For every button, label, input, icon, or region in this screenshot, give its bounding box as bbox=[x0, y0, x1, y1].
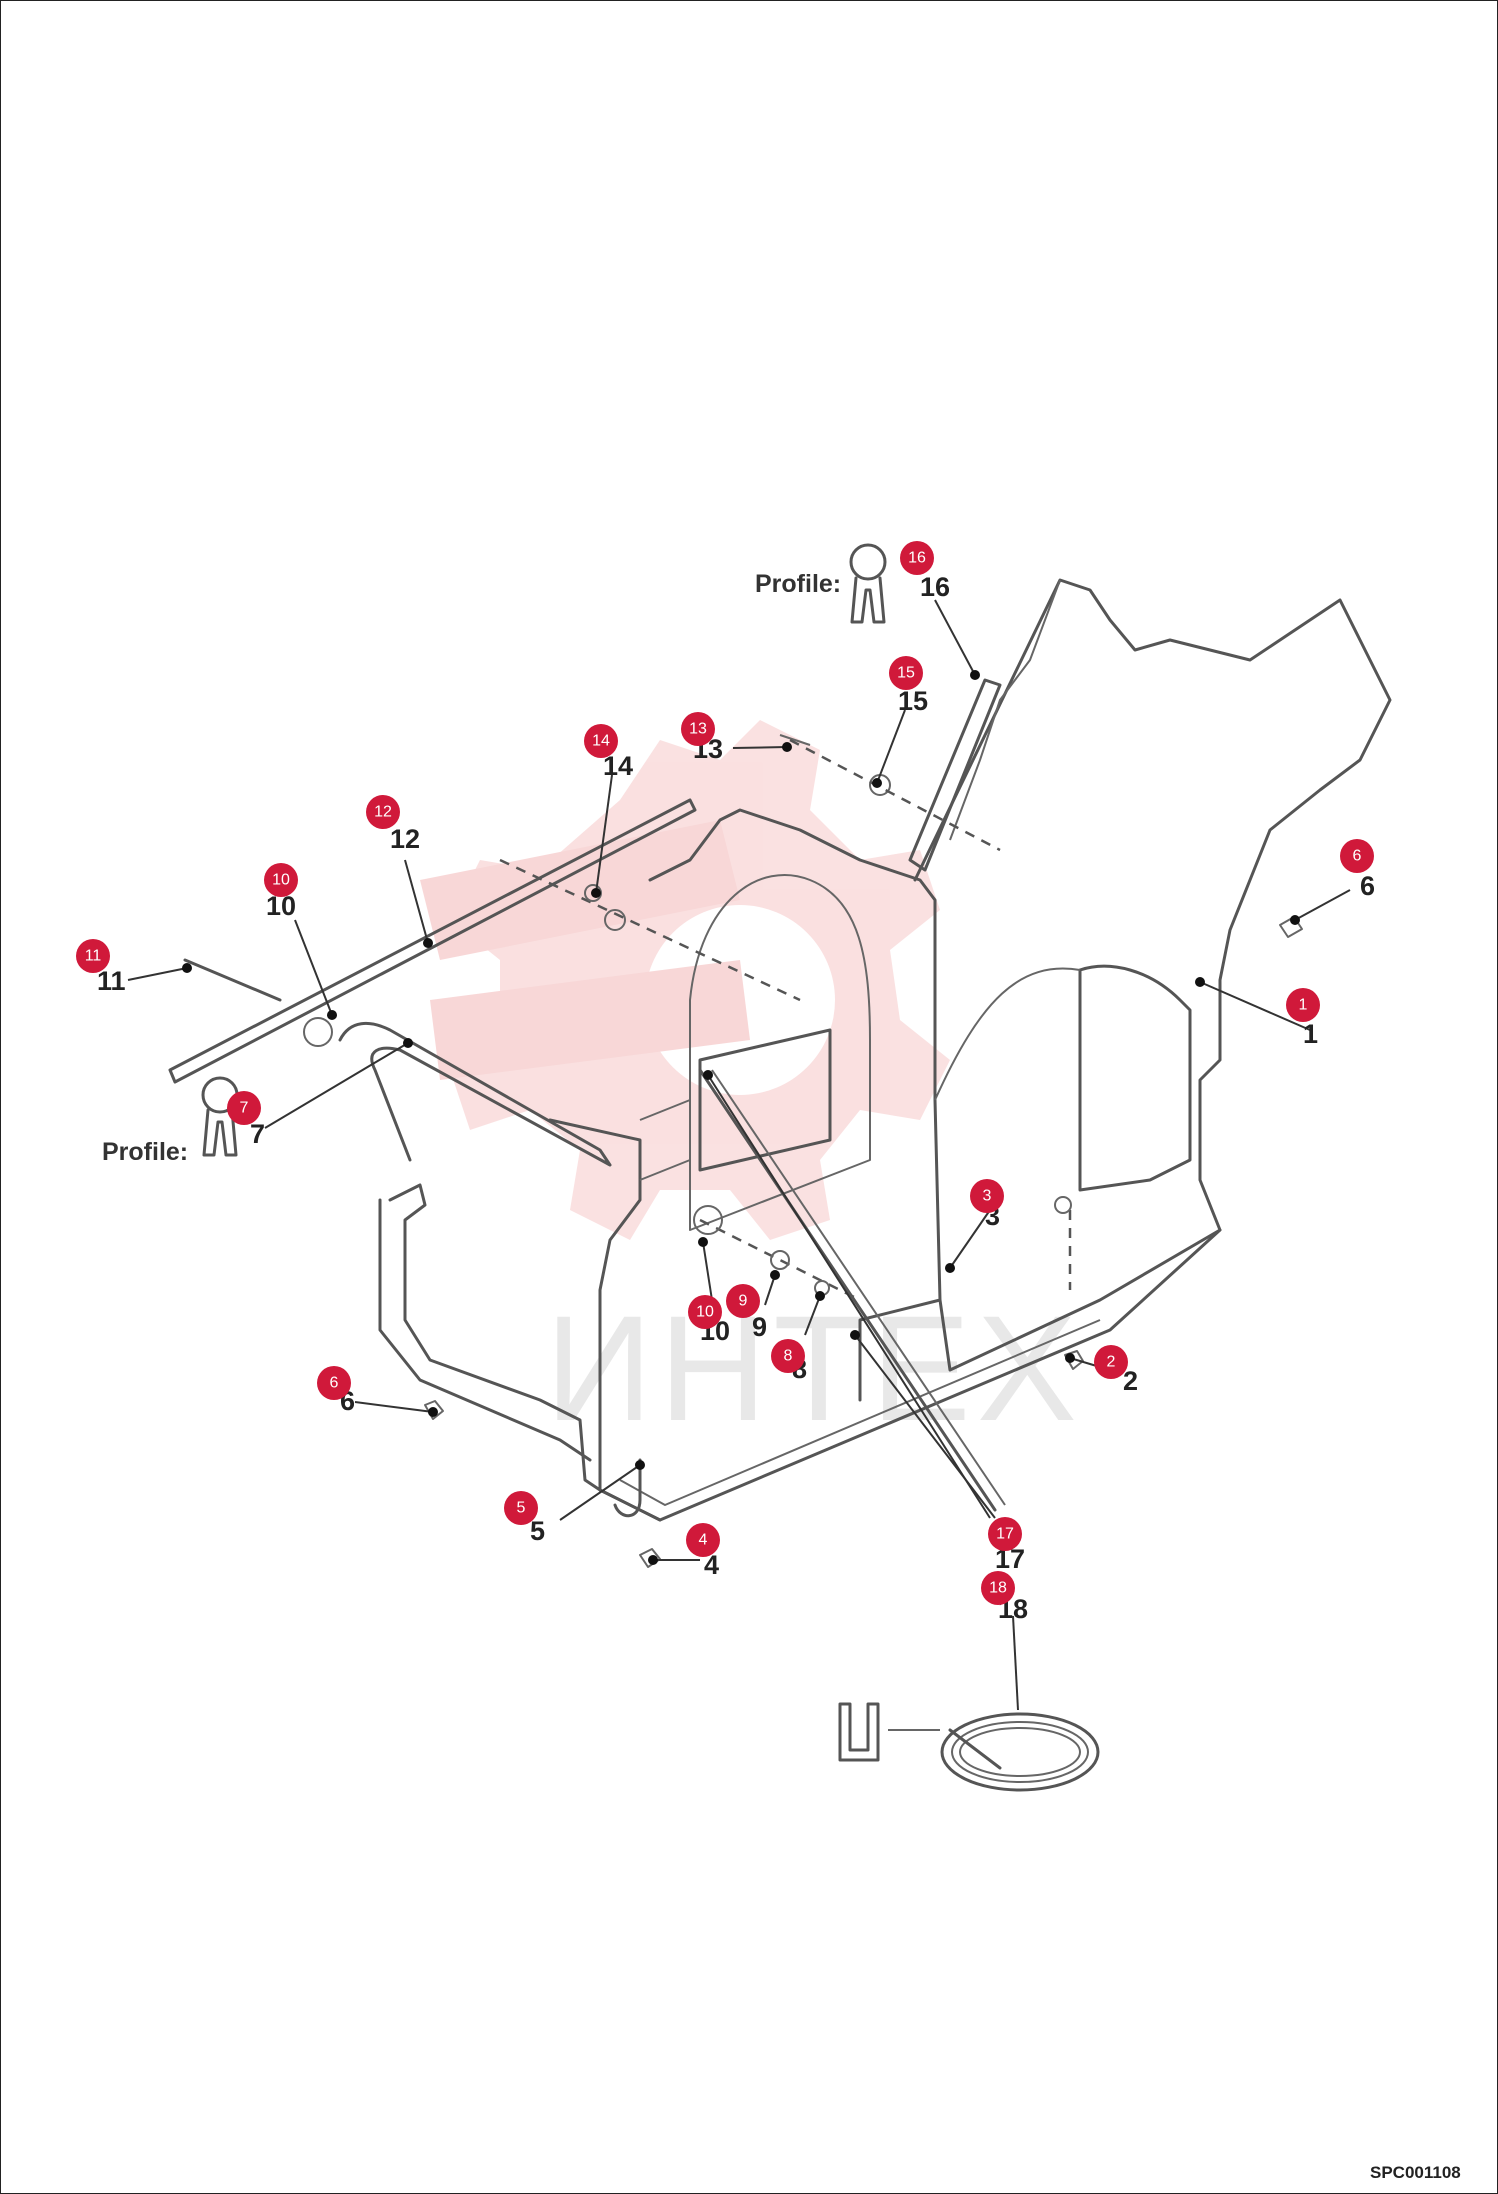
profile-label-7: Profile: bbox=[102, 1138, 188, 1166]
svg-text:14: 14 bbox=[592, 733, 610, 750]
part-number: 11 bbox=[97, 966, 126, 996]
callout-badge-13[interactable]: 13 bbox=[681, 712, 715, 746]
svg-text:13: 13 bbox=[689, 721, 707, 738]
part-number: 12 bbox=[390, 824, 420, 854]
callout-badge-15[interactable]: 15 bbox=[889, 656, 923, 690]
svg-text:9: 9 bbox=[739, 1293, 748, 1310]
callout-badge-12[interactable]: 12 bbox=[366, 795, 400, 829]
profile-label-16: Profile: bbox=[755, 570, 841, 598]
svg-text:15: 15 bbox=[897, 665, 915, 682]
svg-text:6: 6 bbox=[1353, 848, 1362, 865]
callout-badge-5[interactable]: 5 bbox=[504, 1491, 538, 1525]
part-number: 9 bbox=[752, 1312, 767, 1342]
callout-badge-10[interactable]: 10 bbox=[688, 1295, 722, 1329]
callout-badge-2[interactable]: 2 bbox=[1094, 1345, 1128, 1379]
svg-text:17: 17 bbox=[996, 1526, 1014, 1543]
svg-text:10: 10 bbox=[272, 872, 290, 889]
svg-text:10: 10 bbox=[696, 1304, 714, 1321]
main-frame-assembly bbox=[168, 578, 1392, 1568]
svg-text:1: 1 bbox=[1299, 997, 1308, 1014]
callout-badge-6[interactable]: 6 bbox=[1340, 839, 1374, 873]
part-number: 15 bbox=[898, 686, 928, 716]
callout-badge-6[interactable]: 6 bbox=[317, 1366, 351, 1400]
part-number: 2 bbox=[1123, 1366, 1138, 1396]
part-number: 1 bbox=[1303, 1019, 1318, 1049]
callout-badge-1[interactable]: 1 bbox=[1286, 988, 1320, 1022]
callout-badge-4[interactable]: 4 bbox=[686, 1523, 720, 1557]
part-number: 5 bbox=[530, 1516, 545, 1546]
callout-badge-16[interactable]: 16 bbox=[900, 541, 934, 575]
svg-text:16: 16 bbox=[908, 550, 926, 567]
callout-badges: 1 2 3 4 5 6 6 7 8 9 10 10 11 12 13 14 15… bbox=[76, 541, 1374, 1605]
svg-text:11: 11 bbox=[85, 948, 102, 965]
callout-badge-10[interactable]: 10 bbox=[264, 863, 298, 897]
callout-badge-3[interactable]: 3 bbox=[970, 1179, 1004, 1213]
part-number: 7 bbox=[250, 1119, 265, 1149]
svg-text:6: 6 bbox=[330, 1375, 339, 1392]
callout-badge-8[interactable]: 8 bbox=[771, 1339, 805, 1373]
profile-16-shape bbox=[849, 543, 887, 624]
callout-badge-11[interactable]: 11 bbox=[76, 939, 110, 973]
svg-text:8: 8 bbox=[784, 1348, 793, 1365]
callout-badge-7[interactable]: 7 bbox=[227, 1091, 261, 1125]
part-number: 16 bbox=[920, 572, 950, 602]
svg-text:12: 12 bbox=[374, 804, 392, 821]
leader-lines bbox=[127, 599, 1351, 1711]
part-number: 4 bbox=[704, 1550, 719, 1580]
callout-badge-14[interactable]: 14 bbox=[584, 724, 618, 758]
svg-text:4: 4 bbox=[699, 1532, 708, 1549]
svg-text:7: 7 bbox=[240, 1100, 249, 1117]
part-number: 6 bbox=[1360, 871, 1375, 901]
svg-text:18: 18 bbox=[989, 1580, 1007, 1597]
callout-badge-18[interactable]: 18 bbox=[981, 1571, 1015, 1605]
svg-text:5: 5 bbox=[517, 1500, 526, 1517]
edge-trim-coil bbox=[838, 1702, 1100, 1792]
drawing-code: SPC001108 bbox=[1370, 2163, 1461, 2182]
svg-text:3: 3 bbox=[983, 1188, 992, 1205]
svg-text:2: 2 bbox=[1107, 1354, 1116, 1371]
callout-badge-17[interactable]: 17 bbox=[988, 1517, 1022, 1551]
watermark-logo bbox=[420, 720, 950, 1240]
callout-badge-9[interactable]: 9 bbox=[726, 1284, 760, 1318]
